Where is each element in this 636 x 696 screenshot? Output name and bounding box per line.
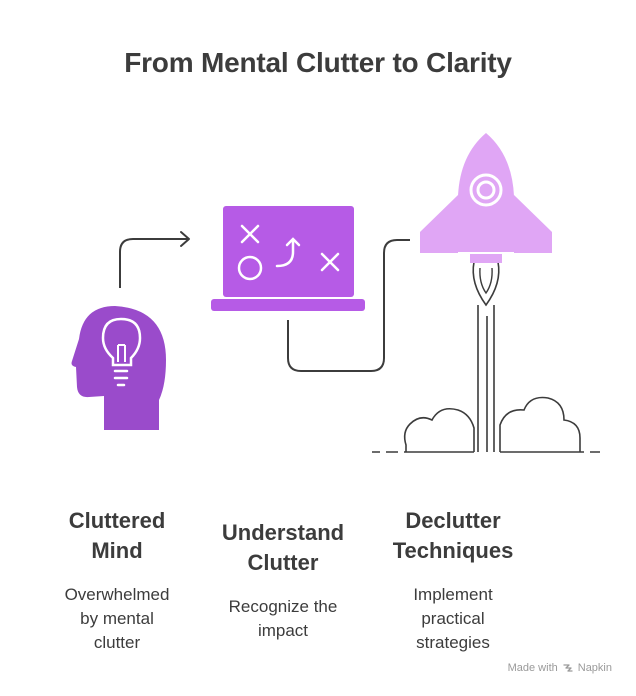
connector-line-2 <box>287 239 410 372</box>
step-understand-clutter: Understand Clutter Recognize the impact <box>208 518 358 643</box>
step-description: Overwhelmed by mental clutter <box>64 585 170 652</box>
diagram-title: From Mental Clutter to Clarity <box>124 47 512 78</box>
step-description: Implement practical strategies <box>413 585 493 652</box>
credit-brand: Napkin <box>577 662 612 674</box>
laptop-strategy-icon <box>211 206 365 311</box>
step-description: Recognize the impact <box>228 597 338 640</box>
napkin-credit[interactable]: Made with Napkin <box>508 662 612 674</box>
connector-arrow-1 <box>119 238 188 288</box>
rocket-launch-icon <box>372 133 600 453</box>
head-lightbulb-icon <box>71 306 166 430</box>
step-title: Declutter Techniques <box>392 508 514 563</box>
step-title: Cluttered Mind <box>68 508 166 563</box>
credit-made-with: Made with <box>507 662 558 674</box>
step-title: Understand Clutter <box>221 520 345 575</box>
napkin-logo-icon <box>563 664 573 672</box>
step-cluttered-mind: Cluttered Mind Overwhelmed by mental clu… <box>42 506 192 655</box>
arrowhead-icon <box>180 231 190 247</box>
step-declutter-techniques: Declutter Techniques Implement practical… <box>378 506 528 655</box>
